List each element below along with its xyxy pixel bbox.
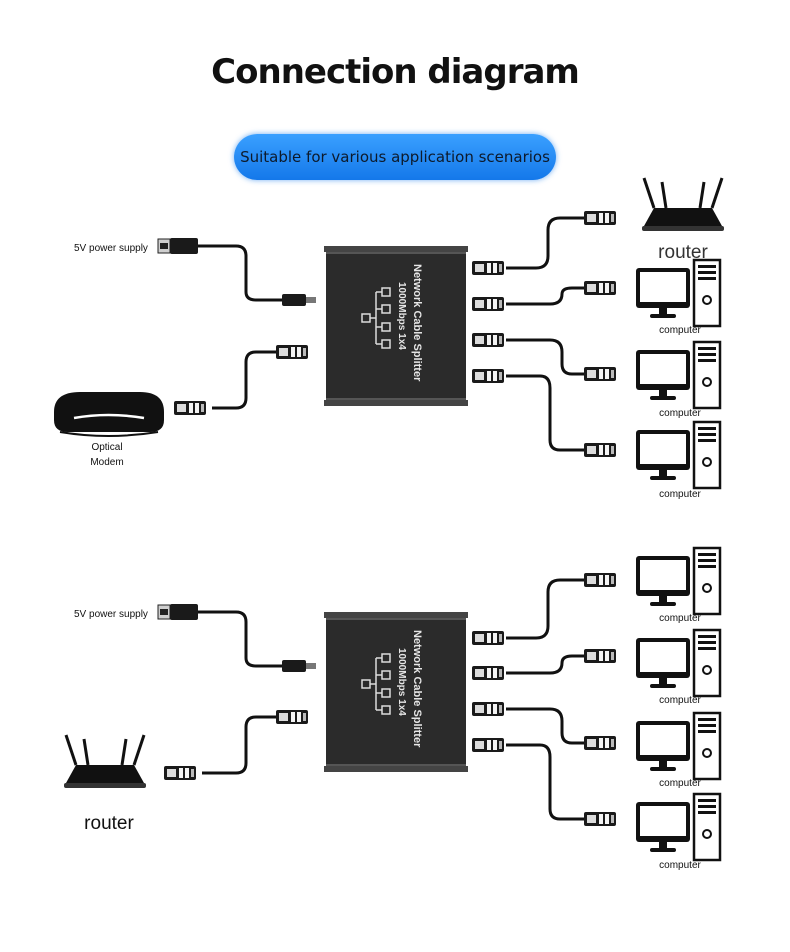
computer-icon — [634, 340, 722, 410]
scenario-2: Network Cable Splitter 1000Mbps 1x4 5V p… — [62, 546, 722, 871]
router-icon — [62, 733, 148, 790]
device-plug — [584, 367, 616, 381]
output-port-2 — [472, 666, 504, 680]
output-port-4 — [472, 738, 504, 752]
power-label: 5V power supply — [74, 243, 148, 254]
banner-text: Suitable for various application scenari… — [240, 148, 550, 166]
cables-2 — [198, 578, 584, 821]
cables-1 — [198, 216, 584, 452]
output-port-1 — [472, 631, 504, 645]
splitter-spec: 1000Mbps 1x4 — [396, 282, 407, 350]
device-plug — [584, 443, 616, 457]
optical-modem-icon — [54, 392, 164, 437]
computer-label: computer — [659, 489, 701, 500]
modem-plug — [174, 401, 206, 415]
output-port-3 — [472, 702, 504, 716]
diagram-title: Connection diagram — [211, 52, 580, 92]
output-port-4 — [472, 369, 504, 383]
computer-icon — [634, 792, 722, 862]
router-plug — [164, 766, 196, 780]
router-label: router — [84, 813, 134, 834]
dc-plug — [282, 294, 316, 306]
device-plug — [584, 573, 616, 587]
power-label: 5V power supply — [74, 609, 148, 620]
computer-label: computer — [659, 613, 701, 624]
computer-label: computer — [659, 325, 701, 336]
computer-icon — [634, 258, 722, 328]
input-plug — [276, 345, 308, 359]
device-plug — [584, 736, 616, 750]
output-port-2 — [472, 297, 504, 311]
computer-label: computer — [659, 408, 701, 419]
input-plug — [276, 710, 308, 724]
scenario-banner: Suitable for various application scenari… — [234, 134, 556, 180]
computer-label: computer — [659, 860, 701, 871]
output-port-3 — [472, 333, 504, 347]
dc-plug — [282, 660, 316, 672]
splitter-spec: 1000Mbps 1x4 — [396, 648, 407, 716]
device-plug — [584, 211, 616, 225]
modem-label-2: Modem — [90, 457, 123, 468]
computer-icon — [634, 711, 722, 781]
router-icon — [640, 176, 726, 233]
splitter-name: Network Cable Splitter — [411, 630, 423, 748]
output-port-1 — [472, 261, 504, 275]
router-label: router — [658, 242, 708, 263]
usb-plug-icon — [157, 603, 199, 621]
computer-icon — [634, 546, 722, 616]
device-plug — [584, 812, 616, 826]
device-plug — [584, 649, 616, 663]
computer-icon — [634, 420, 722, 490]
splitter-box — [323, 245, 469, 407]
scenario-1: Network Cable Splitter 1000Mbps 1x4 5V p… — [54, 176, 726, 500]
splitter-name: Network Cable Splitter — [411, 264, 423, 382]
computer-label: computer — [659, 695, 701, 706]
modem-label-1: Optical — [91, 442, 122, 453]
usb-plug-icon — [157, 237, 199, 255]
splitter-box — [323, 611, 469, 773]
computer-label: computer — [659, 778, 701, 789]
computer-icon — [634, 628, 722, 698]
device-plug — [584, 281, 616, 295]
